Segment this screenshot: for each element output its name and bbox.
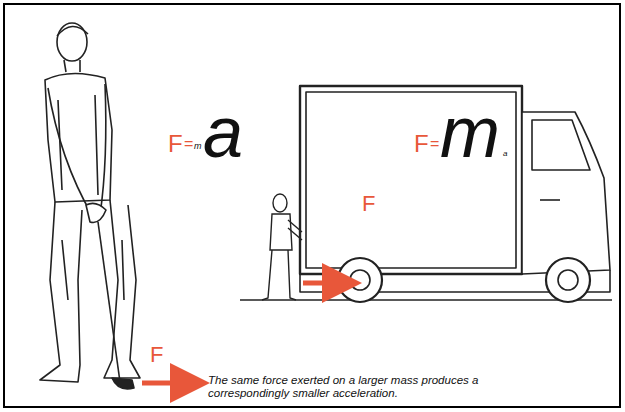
- caption: The same force exerted on a larger mass …: [208, 374, 508, 400]
- equals-sign: =: [184, 136, 193, 152]
- force-arrow: [142, 381, 200, 386]
- force-label: F: [150, 344, 163, 366]
- mass-symbol: m: [440, 96, 500, 168]
- truck: [240, 86, 612, 302]
- person-pushing: [262, 194, 302, 300]
- equals-sign: =: [430, 136, 439, 152]
- frame: [4, 4, 620, 407]
- force-label: F: [362, 193, 375, 215]
- mass-symbol: m: [194, 142, 202, 151]
- acceleration-symbol: a: [503, 150, 507, 158]
- force-arrow: [303, 281, 352, 286]
- acceleration-symbol: a: [203, 96, 243, 168]
- force-symbol: F: [414, 132, 429, 156]
- golfer-figure: [40, 23, 140, 389]
- force-symbol: F: [168, 132, 183, 156]
